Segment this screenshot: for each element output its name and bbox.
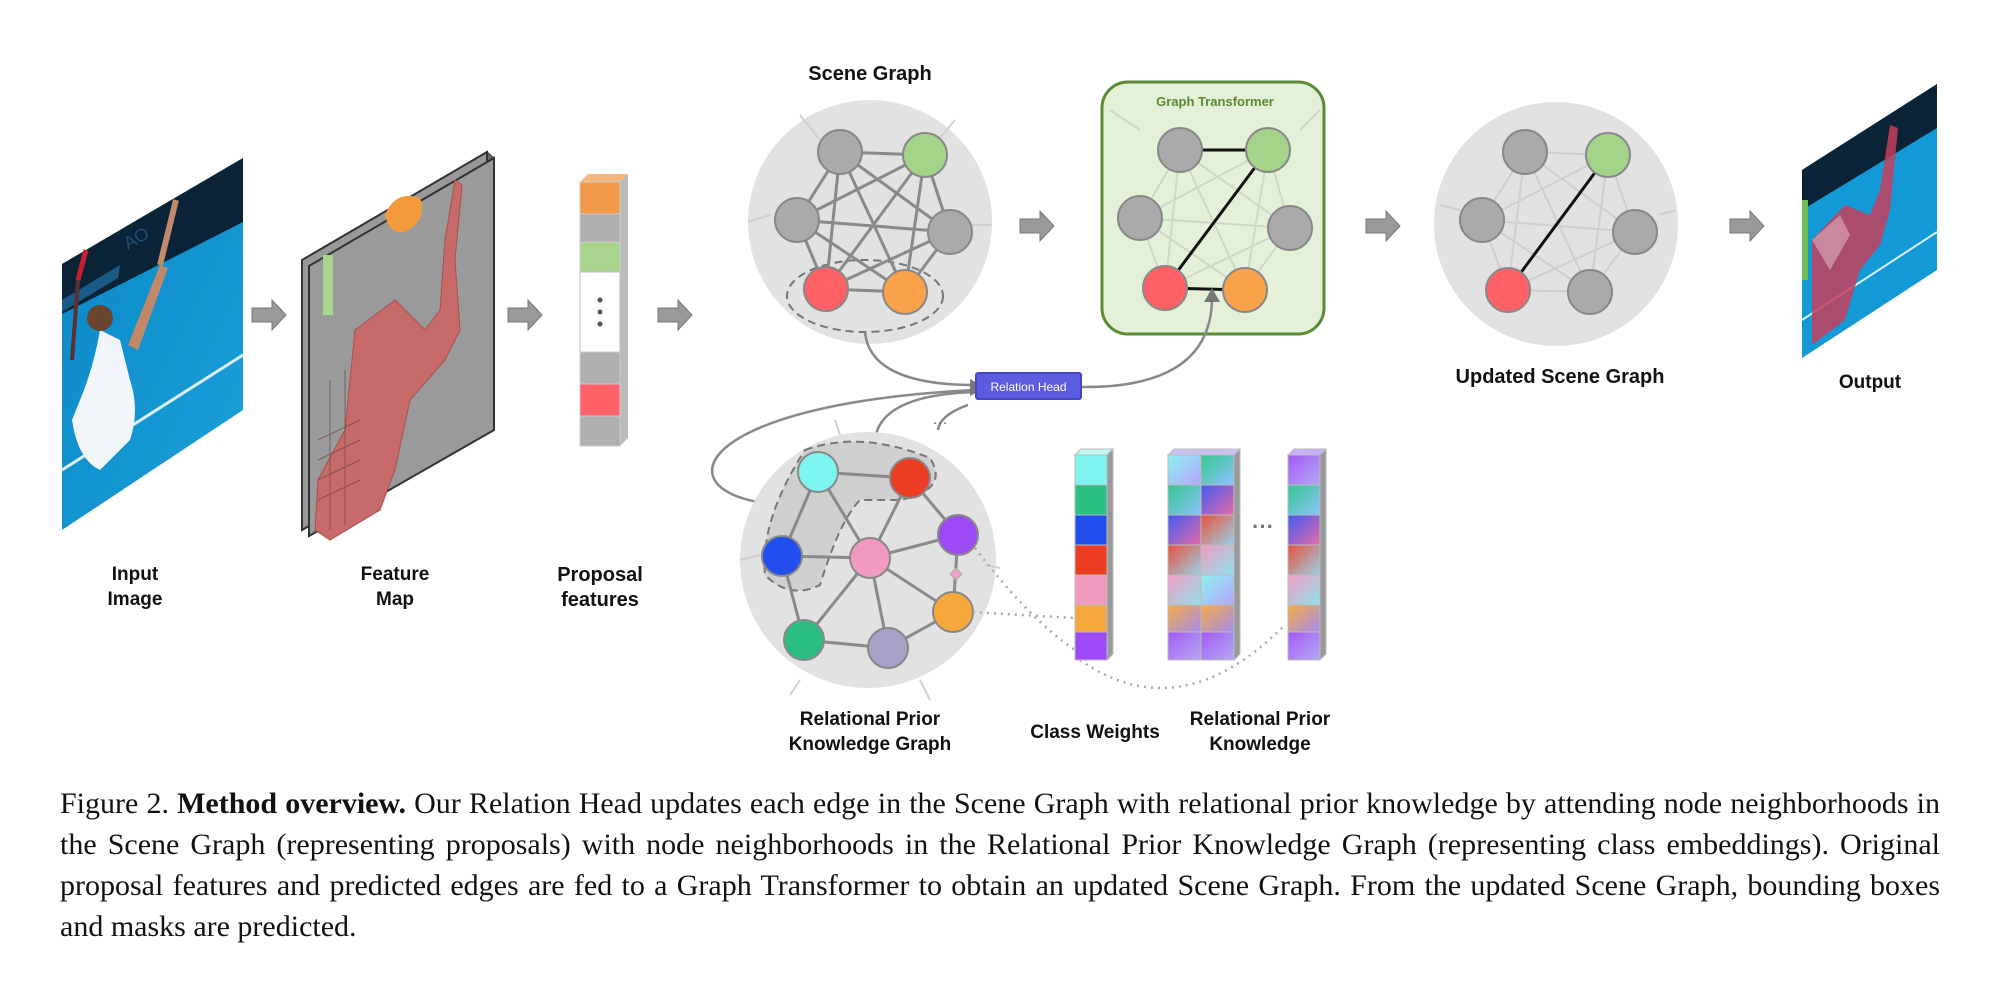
proposal-features-column	[579, 174, 628, 447]
label-rpk-line1: Relational Prior	[1189, 709, 1331, 730]
ellipsis-columns-text: ···	[1252, 514, 1274, 539]
relational-prior-knowledge-columns	[1166, 447, 1328, 662]
arrow-6	[1729, 209, 1765, 243]
label-feature-map: Feature Map	[330, 562, 460, 612]
label-scene-graph-text: Scene Graph	[808, 63, 932, 85]
label-relational-prior-knowledge-graph: Relational Prior Knowledge Graph	[770, 707, 970, 757]
feature-map	[301, 150, 495, 541]
label-input-image-line2: Image	[107, 589, 163, 610]
input-image: AO	[61, 158, 244, 530]
caption-body: Our Relation Head updates each edge in t…	[60, 787, 1941, 943]
relation-head-connections	[710, 299, 1214, 507]
arrow-4	[1019, 209, 1055, 243]
label-graph-transformer-text: Graph Transformer	[1156, 94, 1274, 109]
label-relational-prior-knowledge: Relational Prior Knowledge	[1170, 707, 1350, 757]
label-feature-map-line1: Feature	[360, 564, 430, 585]
dotted-connectors	[972, 547, 1286, 690]
scene-graph	[747, 100, 992, 344]
ellipsis-columns: ···	[1252, 514, 1274, 540]
label-feature-map-line2: Map	[376, 589, 414, 610]
arrow-1	[251, 298, 287, 332]
arrow-3	[657, 298, 693, 332]
updated-scene-graph	[1434, 102, 1678, 346]
label-output-text: Output	[1838, 372, 1902, 393]
label-proposal-features-line1: Proposal	[557, 564, 643, 586]
label-rpk-line2: Knowledge	[1209, 734, 1311, 755]
relation-head-box: Relation Head	[975, 372, 1082, 400]
ellipsis-small-text: …	[932, 411, 948, 428]
label-input-image-line1: Input	[111, 564, 159, 585]
graph-transformer	[1100, 80, 1326, 336]
label-input-image: Input Image	[70, 562, 200, 612]
label-proposal-features: Proposal features	[530, 563, 670, 613]
ellipsis-small: …	[932, 411, 948, 429]
caption-prefix: Figure 2.	[60, 787, 178, 820]
arrow-2	[507, 298, 543, 332]
label-class-weights-text: Class Weights	[1030, 722, 1160, 743]
arrow-5	[1365, 209, 1401, 243]
label-rpkg-line1: Relational Prior	[799, 709, 941, 730]
caption-title: Method overview.	[177, 787, 407, 820]
label-class-weights: Class Weights	[1020, 720, 1170, 745]
label-output: Output	[1810, 370, 1930, 395]
label-updated-scene-graph: Updated Scene Graph	[1430, 365, 1690, 390]
label-updated-scene-graph-text: Updated Scene Graph	[1455, 366, 1665, 388]
label-graph-transformer: Graph Transformer	[1130, 92, 1300, 112]
figure-caption: Figure 2. Method overview. Our Relation …	[60, 783, 1940, 947]
relation-head-label: Relation Head	[990, 380, 1067, 394]
label-proposal-features-line2: features	[561, 589, 639, 611]
label-rpkg-line2: Knowledge Graph	[788, 734, 952, 755]
relational-prior-knowledge-graph	[739, 419, 1001, 701]
label-scene-graph: Scene Graph	[780, 62, 960, 87]
method-overview-figure: AO	[61, 80, 1938, 701]
class-weights-column	[1073, 447, 1115, 662]
output-image	[1801, 84, 1938, 358]
